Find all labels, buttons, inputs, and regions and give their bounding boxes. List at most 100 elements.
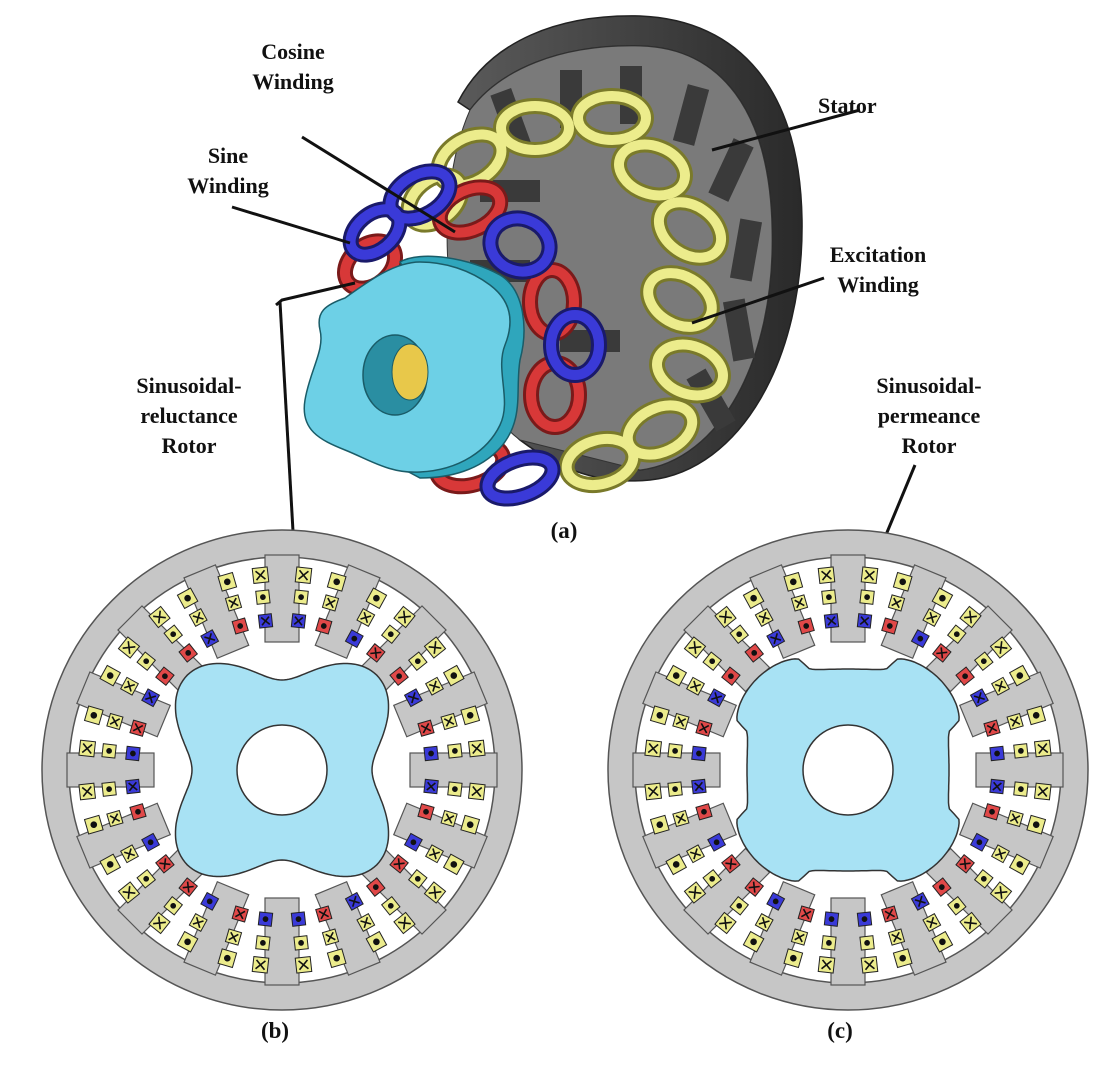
coil-conductor [293,935,309,951]
coil-conductor [321,594,340,612]
coil-conductor [742,587,765,610]
coil-conductor [148,605,171,629]
coil-conductor [356,912,376,933]
cosine-winding-label-line1: Cosine [261,39,325,64]
coil-conductor [389,666,409,687]
shaft-bore [236,724,328,816]
coil-conductor [1033,739,1052,758]
coil-conductor [125,778,141,795]
stator-tooth [409,752,498,788]
stator-tooth [830,897,866,986]
coil-conductor [823,911,840,927]
coil-conductor [790,594,809,612]
coil-conductor [817,955,836,974]
excitation-winding-label-line1: Excitation [830,242,927,267]
coil-conductor [294,955,313,974]
permeance-rotor-label-line3: Rotor [902,433,957,458]
coil-conductor [1006,809,1024,828]
coil-conductor [860,955,879,974]
permeance-rotor-label-line2: permeance [878,403,981,428]
excitation-winding-label-line2: Winding [837,272,919,297]
coil-conductor [744,643,765,663]
cosine-winding-label-line2: Winding [252,69,334,94]
coil-conductor [380,895,401,916]
coil-conductor [887,928,906,946]
coil-conductor [721,666,741,687]
coil-conductor [136,651,157,672]
coil-conductor [315,905,333,923]
coil-conductor [393,911,416,935]
coil-conductor [129,719,147,737]
coil-conductor [447,743,463,759]
coil-conductor [129,803,147,821]
coil-conductor [983,803,1001,821]
coil-conductor [1026,814,1047,835]
coil-conductor [365,643,386,663]
coil-conductor [188,607,208,628]
coil-conductor [742,930,765,953]
coil-conductor [407,651,428,672]
coil-conductor [119,844,140,864]
reluctance-rotor-label-line1: Sinusoidal- [136,373,241,398]
coil-conductor [365,877,386,897]
coil-conductor [423,636,447,659]
coil-conductor [969,832,989,852]
rotor-3d [303,255,525,479]
coil-conductor [790,928,809,946]
coil-conductor [344,629,364,649]
coil-conductor [823,613,840,629]
coil-conductor [321,928,340,946]
reluctance-rotor-label-line3: Rotor [162,433,217,458]
coil-conductor [78,739,97,758]
coil-conductor [315,617,333,635]
coil-conductor [707,832,727,852]
coil-conductor [685,676,706,696]
coil-conductor [251,566,270,585]
coil-conductor [910,891,930,911]
coil-conductor [881,617,899,635]
coil-conductor [989,881,1013,904]
coil-conductor [695,803,713,821]
coil-conductor [683,881,707,904]
coil-conductor [695,719,713,737]
coil-conductor [290,613,307,629]
coil-conductor [200,891,220,911]
cross-section-c [607,529,1089,1011]
coil-conductor [892,571,913,592]
coil-conductor [403,832,423,852]
coil-conductor [344,891,364,911]
coil-conductor [729,895,750,916]
coil-conductor [644,782,663,801]
coil-conductor [744,877,765,897]
coil-conductor [955,666,975,687]
coil-conductor [231,617,249,635]
assembly-3d-view [303,15,803,507]
coil-conductor [783,948,804,969]
annotation-labels: Cosine Winding Sine Winding Stator Excit… [136,39,981,458]
stator-tooth [66,752,155,788]
coil-conductor [442,664,465,687]
coil-conductor [931,643,952,663]
coil-conductor [922,607,942,628]
coil-conductor [424,844,445,864]
permeance-rotor-label-line1: Sinusoidal- [876,373,981,398]
coil-conductor [754,607,774,628]
coil-conductor [200,629,220,649]
coil-conductor [672,712,690,731]
coil-conductor [117,636,141,659]
coil-conductor [691,778,707,795]
coil-conductor [224,594,243,612]
stator-tooth [264,554,300,643]
coil-conductor [683,636,707,659]
coil-conductor [665,853,688,876]
coil-conductor [217,948,238,969]
coil-conductor [101,743,117,759]
coil-conductor [649,705,670,726]
coil-conductor [293,589,309,605]
coil-conductor [973,868,994,889]
coil-conductor [1013,743,1029,759]
coil-conductor [959,911,982,935]
coil-conductor [910,629,930,649]
coil-conductor [393,605,416,629]
coil-conductor [423,778,439,795]
